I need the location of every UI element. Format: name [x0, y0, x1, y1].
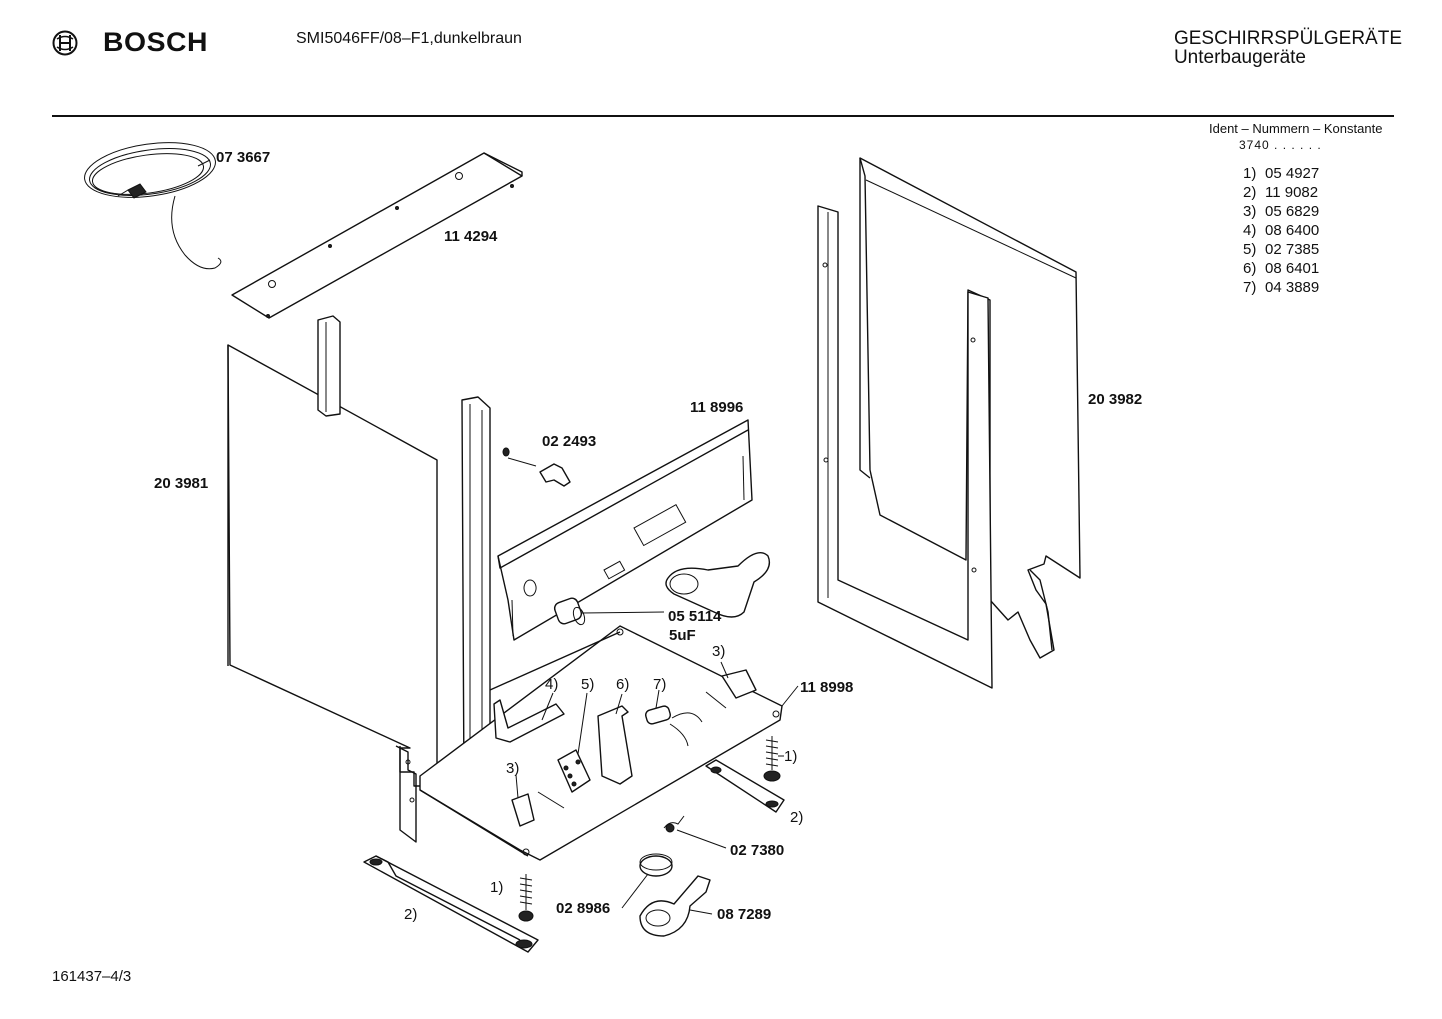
foot-strip-right[interactable]: [705, 759, 785, 813]
label-float: 02 8986: [556, 900, 610, 917]
ident-constant: 3740 . . . . . .: [1239, 138, 1322, 152]
terminal-block-5[interactable]: [557, 749, 591, 793]
header-divider: [52, 115, 1394, 117]
power-cable[interactable]: [81, 135, 222, 270]
water-duct: [665, 552, 771, 618]
label-float-holder: 08 7289: [717, 906, 771, 923]
float-switch[interactable]: [663, 815, 685, 833]
document-number: 161437–4/3: [52, 968, 132, 985]
callout-1-left: 1): [490, 879, 503, 896]
foot-strip-left[interactable]: [363, 855, 539, 953]
bracket-3-bottom[interactable]: [511, 791, 565, 827]
control-panel[interactable]: [497, 419, 753, 641]
ident-item: 1)05 4927: [1243, 165, 1320, 182]
left-rail-back: [317, 315, 341, 417]
callout-4: 4): [545, 676, 558, 693]
label-right-panel: 20 3982: [1088, 391, 1142, 408]
capacitor[interactable]: [553, 597, 587, 627]
ident-title: Ident – Nummern – Konstante: [1209, 121, 1383, 136]
callout-2-left: 2): [404, 906, 417, 923]
brand-name: BOSCH: [103, 27, 209, 57]
model-number: SMI5046FF/08–F1,dunkelbraun: [296, 30, 522, 47]
callout-3-top: 3): [712, 643, 725, 660]
ident-item: 6)08 6401: [1243, 260, 1320, 277]
label-left-panel: 20 3981: [154, 475, 208, 492]
label-control-panel: 11 8996: [690, 399, 743, 416]
ident-item: 7)04 3889: [1243, 279, 1320, 296]
right-frame: [817, 205, 993, 689]
callout-2-right: 2): [790, 809, 803, 826]
left-side-panel[interactable]: [227, 344, 438, 843]
bracket-6[interactable]: [597, 705, 633, 785]
ident-item: 2)11 9082: [1243, 184, 1319, 201]
label-cable: 07 3667: [216, 149, 270, 166]
bosch-logo-icon: [52, 30, 78, 56]
callout-1-right: 1): [784, 748, 797, 765]
callout-7: 7): [653, 676, 666, 693]
callout-6: 6): [616, 676, 629, 693]
callout-5: 5): [581, 676, 594, 693]
category-line-2: Unterbaugeräte: [1173, 47, 1306, 68]
ident-item: 3)05 6829: [1243, 203, 1320, 220]
right-side-panel[interactable]: [859, 157, 1081, 659]
label-capacitor: 05 5114: [668, 608, 722, 625]
bracket-3-top[interactable]: [705, 669, 757, 709]
category-title: GESCHIRRSPÜLGERÄTE Unterbaugeräte: [1174, 29, 1402, 67]
category-line-1: GESCHIRRSPÜLGERÄTE: [1173, 28, 1402, 49]
label-capacitor-value: 5uF: [669, 627, 696, 644]
screw-left[interactable]: [518, 874, 534, 922]
ident-list: 1)05 4927 2)11 9082 3)05 6829 4)08 6400 …: [1243, 164, 1319, 297]
label-float-switch: 02 7380: [730, 842, 784, 859]
leader-lines: [197, 159, 799, 915]
screw-right[interactable]: [763, 736, 781, 782]
bracket-4[interactable]: [493, 699, 565, 743]
label-top-strip: 11 4294: [444, 228, 498, 245]
label-base-frame: 11 8998: [800, 679, 853, 696]
relay-7[interactable]: [645, 705, 703, 747]
ident-item: 5)02 7385: [1243, 241, 1320, 258]
label-hinge-clip: 02 2493: [542, 433, 596, 450]
callout-3-bottom: 3): [506, 760, 519, 777]
hinge-clip[interactable]: [502, 447, 571, 487]
top-strip[interactable]: [231, 152, 523, 319]
ident-item: 4)08 6400: [1243, 222, 1320, 239]
float-holder[interactable]: [639, 875, 711, 937]
float[interactable]: [639, 853, 673, 877]
